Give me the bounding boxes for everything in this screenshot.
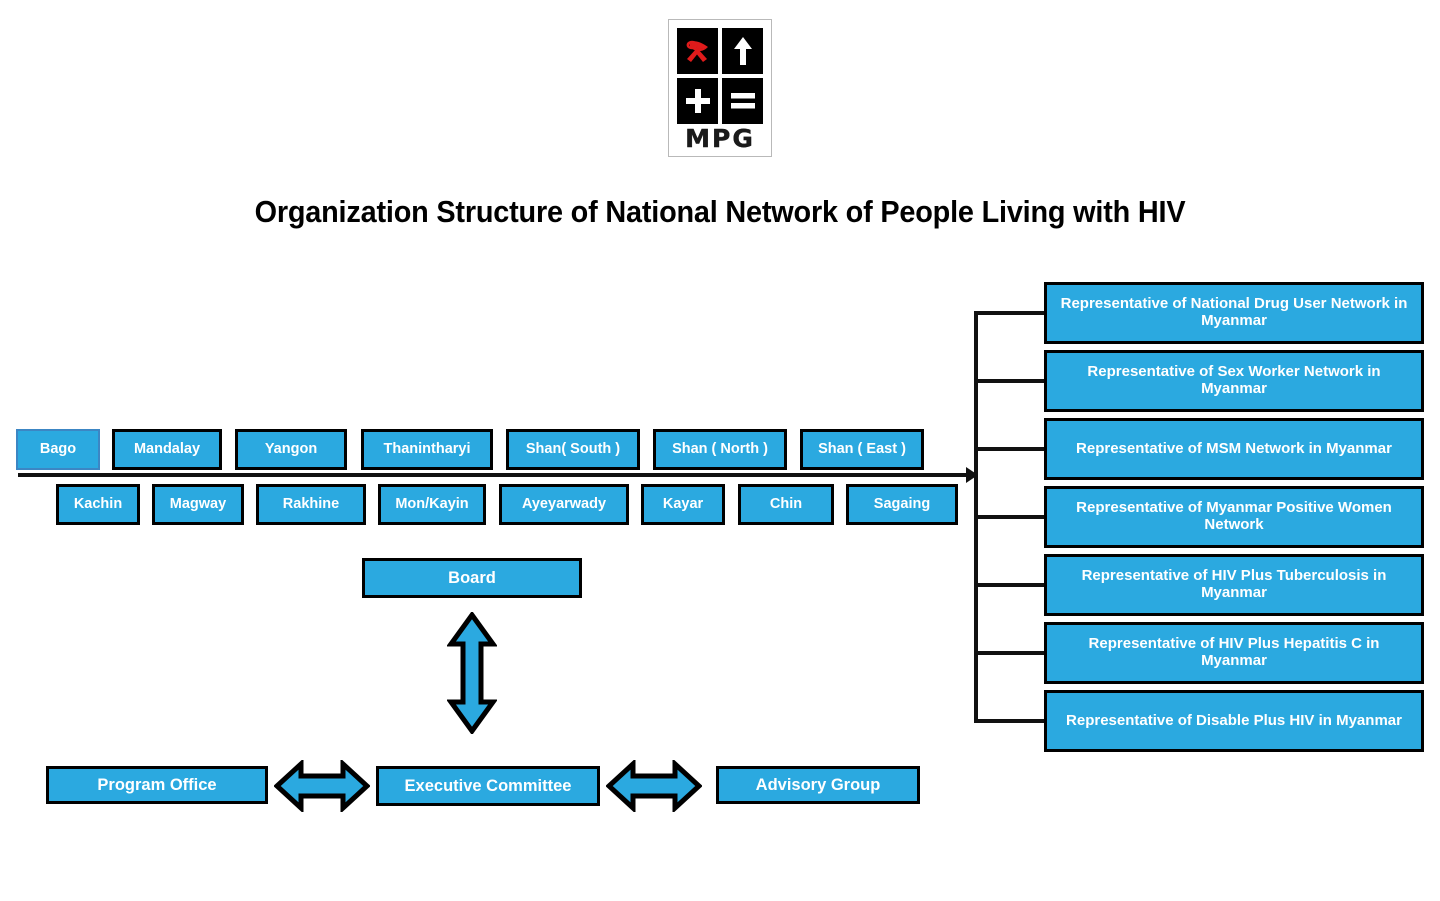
rep-branch-line-4 (974, 515, 1046, 519)
region-box-sagaing[interactable]: Sagaing (846, 484, 958, 525)
region-box-thanintharyi[interactable]: Thanintharyi (361, 429, 493, 470)
plus-icon (677, 78, 718, 124)
region-box-kachin[interactable]: Kachin (56, 484, 140, 525)
rep-branch-line-5 (974, 583, 1046, 587)
rep-branch-line-7 (974, 719, 1046, 723)
rep-branch-line-2 (974, 379, 1046, 383)
up-arrow-icon (722, 28, 763, 74)
executive-committee-box[interactable]: Executive Committee (376, 766, 600, 806)
region-box-ayeyarwady[interactable]: Ayeyarwady (499, 484, 629, 525)
region-box-rakhine[interactable]: Rakhine (256, 484, 366, 525)
representative-box-hiv-plus-hepatitis-c[interactable]: Representative of HIV Plus Hepatitis C i… (1044, 622, 1424, 684)
page-title: Organization Structure of National Netwo… (254, 194, 1186, 229)
rep-branch-line-3 (974, 447, 1046, 451)
regions-trunk-line (18, 473, 978, 477)
representative-box-sex-worker-network[interactable]: Representative of Sex Worker Network in … (1044, 350, 1424, 412)
representative-box-national-drug-user-network[interactable]: Representative of National Drug User Net… (1044, 282, 1424, 344)
representative-box-disable-plus-hiv[interactable]: Representative of Disable Plus HIV in My… (1044, 690, 1424, 752)
region-box-magway[interactable]: Magway (152, 484, 244, 525)
rep-branch-line-6 (974, 651, 1046, 655)
region-box-kayar[interactable]: Kayar (641, 484, 725, 525)
board-to-executive-committee-arrow (447, 612, 497, 734)
representative-box-msm-network[interactable]: Representative of MSM Network in Myanmar (1044, 418, 1424, 480)
region-box-shan-north[interactable]: Shan ( North ) (653, 429, 787, 470)
representative-box-myanmar-positive-women-network[interactable]: Representative of Myanmar Positive Women… (1044, 486, 1424, 548)
advisory-group-box[interactable]: Advisory Group (716, 766, 920, 804)
program-office-to-executive-committee-arrow (274, 760, 370, 812)
region-box-chin[interactable]: Chin (738, 484, 834, 525)
region-box-shan-east[interactable]: Shan ( East ) (800, 429, 924, 470)
region-box-yangon[interactable]: Yangon (235, 429, 347, 470)
region-box-mon-kayin[interactable]: Mon/Kayin (378, 484, 486, 525)
equals-icon (722, 78, 763, 124)
aids-ribbon-icon (677, 28, 718, 74)
region-box-mandalay[interactable]: Mandalay (112, 429, 222, 470)
region-box-shan-south[interactable]: Shan( South ) (506, 429, 640, 470)
executive-committee-to-advisory-group-arrow (606, 760, 702, 812)
program-office-box[interactable]: Program Office (46, 766, 268, 804)
logo-icon-grid (677, 28, 763, 124)
region-box-bago[interactable]: Bago (16, 429, 100, 470)
board-box[interactable]: Board (362, 558, 582, 598)
rep-branch-line-1 (974, 311, 1046, 315)
mpg-logo: MPG (668, 19, 772, 157)
representative-box-hiv-plus-tuberculosis[interactable]: Representative of HIV Plus Tuberculosis … (1044, 554, 1424, 616)
logo-wordmark: MPG (685, 124, 755, 153)
